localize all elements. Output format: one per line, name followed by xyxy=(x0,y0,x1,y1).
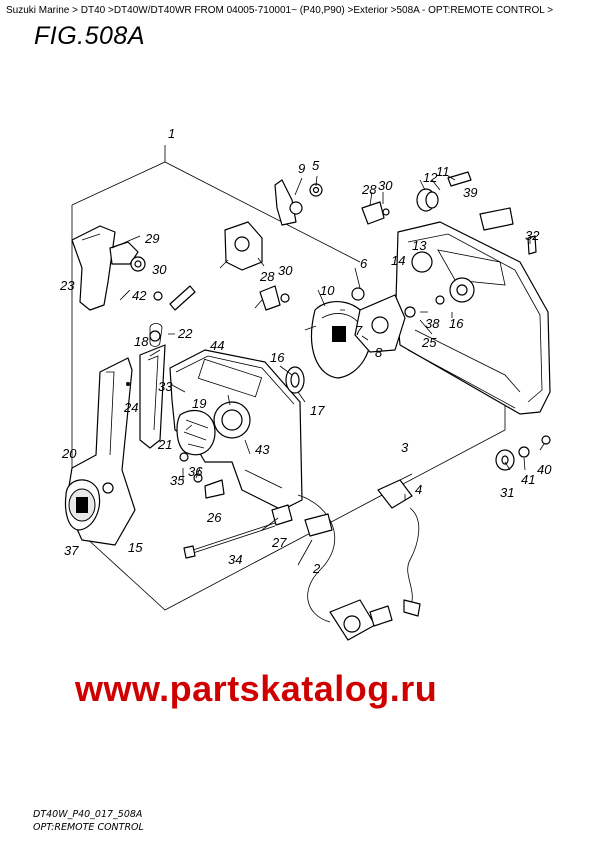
part-label: 30 xyxy=(152,262,167,277)
friction-plate xyxy=(311,301,372,379)
part-label: 20 xyxy=(61,446,77,461)
watermark: www.partskatalog.ru xyxy=(75,668,438,709)
part-label: 13 xyxy=(412,238,427,253)
part-label: 19 xyxy=(192,396,206,411)
control-lever-handle xyxy=(64,357,136,546)
shaft-seal xyxy=(285,366,305,394)
part-label: 24 xyxy=(123,400,138,415)
figure-caption: OPT:REMOTE CONTROL xyxy=(33,822,144,833)
lever-grip xyxy=(71,225,139,311)
part-label: 4 xyxy=(415,482,422,497)
part-label: 6 xyxy=(360,256,368,271)
emergency-stop-switch xyxy=(377,473,421,617)
part-label: 14 xyxy=(391,253,405,268)
part-label: 33 xyxy=(158,379,173,394)
part-label: 8 xyxy=(375,345,383,360)
warm-up-lever xyxy=(274,179,323,226)
part-number-labels: 1 2 3 4 5 6 7 8 9 10 11 12 13 14 15 16 1… xyxy=(59,126,552,576)
part-label: 22 xyxy=(177,326,193,341)
part-label: 29 xyxy=(144,231,159,246)
part-label: 25 xyxy=(421,335,437,350)
part-label: 34 xyxy=(228,552,242,567)
trim-switch-cap xyxy=(416,171,514,231)
figure-code: DT40W_P40_017_508A xyxy=(33,809,143,820)
part-label: 30 xyxy=(378,178,393,193)
part-label: 27 xyxy=(271,535,287,550)
part-label: 40 xyxy=(537,462,552,477)
neutral-bracket xyxy=(126,344,166,449)
part-label: 11 xyxy=(436,164,450,179)
part-label: 16 xyxy=(270,350,285,365)
part-label: 30 xyxy=(278,263,293,278)
part-label: 5 xyxy=(312,158,320,173)
part-label: 2 xyxy=(312,561,321,576)
leader-lines xyxy=(111,175,545,566)
breadcrumb: Suzuki Marine > DT40 >DT40W/DT40WR FROM … xyxy=(6,5,554,16)
part-label: 42 xyxy=(132,288,147,303)
screws-and-clips xyxy=(179,452,293,559)
part-label: 32 xyxy=(525,228,540,243)
wire-harness xyxy=(297,494,393,641)
part-label: 18 xyxy=(134,334,149,349)
part-label: 31 xyxy=(500,485,514,500)
internal-gears xyxy=(404,251,475,318)
part-label: 1 xyxy=(168,126,175,141)
part-label: 16 xyxy=(449,316,464,331)
part-label: 28 xyxy=(259,269,275,284)
assembly-bracket xyxy=(71,145,506,611)
part-label: 35 xyxy=(170,473,185,488)
part-label: 43 xyxy=(255,442,270,457)
part-label: 9 xyxy=(298,161,305,176)
part-label: 36 xyxy=(188,464,203,479)
part-label: 38 xyxy=(425,316,440,331)
part-label: 15 xyxy=(128,540,143,555)
part-label: 12 xyxy=(423,170,438,185)
part-label: 3 xyxy=(401,440,409,455)
part-label: 39 xyxy=(463,185,477,200)
part-label: 41 xyxy=(521,472,535,487)
part-label: 17 xyxy=(310,403,325,418)
part-label: 21 xyxy=(157,437,172,452)
figure-title: FIG.508A xyxy=(34,22,145,50)
small-clips xyxy=(259,201,390,311)
part-label: 10 xyxy=(320,283,335,298)
part-label: 44 xyxy=(210,338,224,353)
part-label: 7 xyxy=(355,323,363,338)
throttle-cam xyxy=(176,410,216,456)
part-label: 37 xyxy=(64,543,79,558)
part-label: 26 xyxy=(206,510,222,525)
part-label: 28 xyxy=(361,182,377,197)
gear-plate xyxy=(351,287,406,353)
part-label: 23 xyxy=(59,278,75,293)
washers-and-pins xyxy=(130,256,196,347)
remote-control-main-housing xyxy=(169,349,303,511)
top-mount-bracket xyxy=(219,221,265,271)
